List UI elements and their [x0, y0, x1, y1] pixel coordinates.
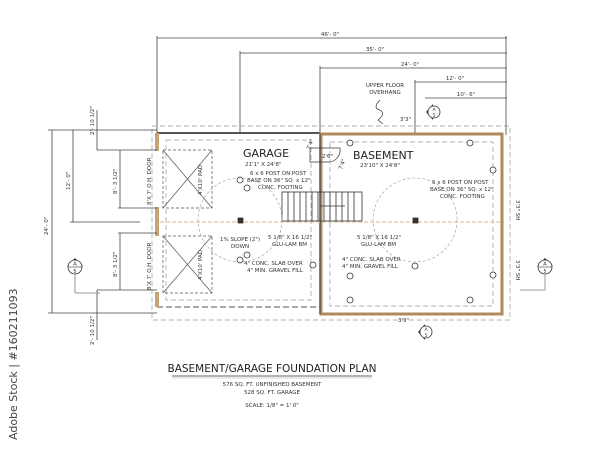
- overhang-dim-bottom: 3'3": [398, 318, 409, 324]
- garage-label: GARAGE: [243, 147, 289, 160]
- post-note-garage-2: BASE ON 36" SQ. x 12": [247, 178, 311, 184]
- section-marker-top: A 5: [426, 104, 441, 120]
- footing-markers: [236, 139, 497, 304]
- door-swing: [309, 147, 341, 163]
- overhang-note-1: UPPER FLOOR: [366, 83, 404, 89]
- hall-dim: 7'4": [338, 158, 347, 170]
- outline-dashes: [151, 125, 511, 321]
- svg-text:A: A: [543, 262, 547, 268]
- basement-label: BASEMENT: [353, 149, 414, 162]
- dim-24: 24'- 0": [401, 62, 419, 68]
- dim-35: 35'- 0": [366, 47, 384, 53]
- pad-label-2: 4'X10' PAD: [198, 250, 204, 280]
- garage-door-label-2: 8'X 7' O.H. DOOR: [147, 242, 153, 290]
- section-marker-left: A 5: [67, 258, 100, 294]
- section-marker-bottom: A 5: [418, 324, 433, 340]
- window-1: 3'3" SH: [514, 200, 520, 220]
- left-dim-24: 24'- 0": [44, 217, 50, 235]
- overhang-note-2: OVERHANG: [369, 90, 401, 96]
- top-dimension-lines: [156, 36, 507, 135]
- slab-note-basement-2: 4" MIN. GRAVEL FILL: [342, 264, 399, 270]
- beam-note-garage-1: 5 1/8" X 16 1/2": [268, 235, 312, 241]
- area-garage: 528 SQ. FT. GARAGE: [244, 390, 300, 396]
- garage-door-label-1: 8'X 7' O.H. DOOR: [147, 157, 153, 205]
- beam-note-garage-2: GLU-LAM BM: [272, 242, 307, 248]
- beam-note-basement-1: 5 1/8" X 16 1/2": [357, 235, 401, 241]
- pad-label-1: 4'X10' PAD: [198, 165, 204, 195]
- footing-outlines: [197, 177, 458, 263]
- dim-10-6: 10'- 6": [457, 92, 475, 98]
- svg-text:A: A: [73, 262, 77, 268]
- left-dimension-lines: [48, 110, 157, 340]
- slab-note-garage-2: 4" MIN. GRAVEL FILL: [247, 268, 304, 274]
- post-note-basement-2: BASE ON 36" SQ. x 12": [430, 187, 494, 193]
- svg-text:A: A: [432, 107, 436, 113]
- left-dim-door-1: 8'- 3 1/2": [113, 169, 119, 194]
- svg-text:5: 5: [425, 333, 428, 339]
- slab-note-basement-1: 4" CONC. SLAB OVER: [342, 257, 401, 263]
- left-dim-bottom-offset: 2'- 10 1/2": [90, 316, 96, 345]
- svg-text:A: A: [424, 327, 428, 333]
- beam-note-basement-2: GLU-LAM BM: [361, 242, 396, 248]
- slope-note-1: 1% SLOPE (2"): [220, 237, 260, 243]
- post-note-basement-3: CONC. FOOTING: [440, 194, 485, 200]
- svg-text:5: 5: [543, 269, 546, 275]
- garage-size: 21'1" X 24'8": [245, 162, 281, 168]
- post-note-garage-3: CONC. FOOTING: [258, 185, 303, 191]
- watermark-text: Adobe Stock | #160211093: [7, 288, 20, 440]
- slab-note-garage-1: 4" CONC. SLAB OVER: [244, 261, 303, 267]
- left-dim-12: 12'- 0": [66, 172, 72, 190]
- svg-text:5: 5: [433, 113, 436, 119]
- window-2: 3'3" SH: [514, 260, 520, 280]
- post-note-garage-1: 6 x 6 POST ON POST: [250, 171, 307, 177]
- section-marker-right: A 5: [520, 258, 553, 291]
- left-dim-top-offset: 2'- 10 1/2": [90, 106, 96, 135]
- overhang-dim-top: 3'3": [400, 117, 411, 123]
- door-jamb: 7'4": [306, 138, 315, 150]
- drawing-title: BASEMENT/GARAGE FOUNDATION PLAN: [167, 363, 376, 375]
- slope-note-2: DOWN: [231, 244, 249, 250]
- garage-walls: [155, 132, 320, 308]
- stair: [281, 191, 363, 222]
- dim-46: 46'- 0": [321, 32, 339, 38]
- scale-note: SCALE: 1/8" = 1' 0": [245, 403, 299, 409]
- area-basement: 576 SQ. FT. UNFINISHED BASEMENT: [223, 382, 322, 388]
- svg-text:5: 5: [73, 269, 76, 275]
- dim-12: 12'- 0": [446, 76, 464, 82]
- basement-walls: [319, 132, 504, 316]
- basement-size: 23'10" X 24'8": [360, 163, 400, 169]
- left-dim-door-2: 8'- 3 1/2": [113, 252, 119, 277]
- door-width: 2'6": [322, 154, 333, 160]
- garage-door-pads: [162, 149, 213, 294]
- post-note-basement-1: 6 x 6 POST ON POST: [432, 180, 489, 186]
